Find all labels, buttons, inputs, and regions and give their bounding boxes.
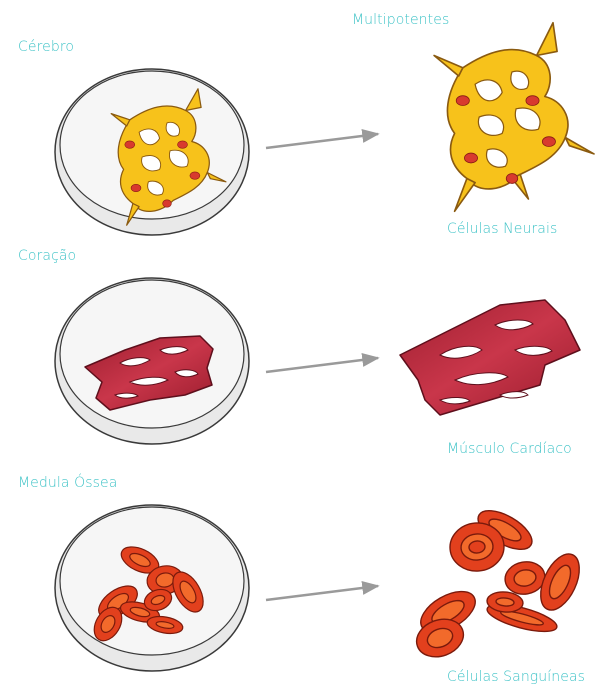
neural-cells-result — [434, 23, 594, 212]
arrow-marrow-to-blood — [266, 586, 378, 600]
blood-cells-result — [411, 503, 587, 663]
cardiac-muscle-result — [400, 300, 580, 415]
arrow-heart-to-cardiac — [266, 358, 378, 372]
arrow-brain-to-neural — [266, 134, 378, 148]
